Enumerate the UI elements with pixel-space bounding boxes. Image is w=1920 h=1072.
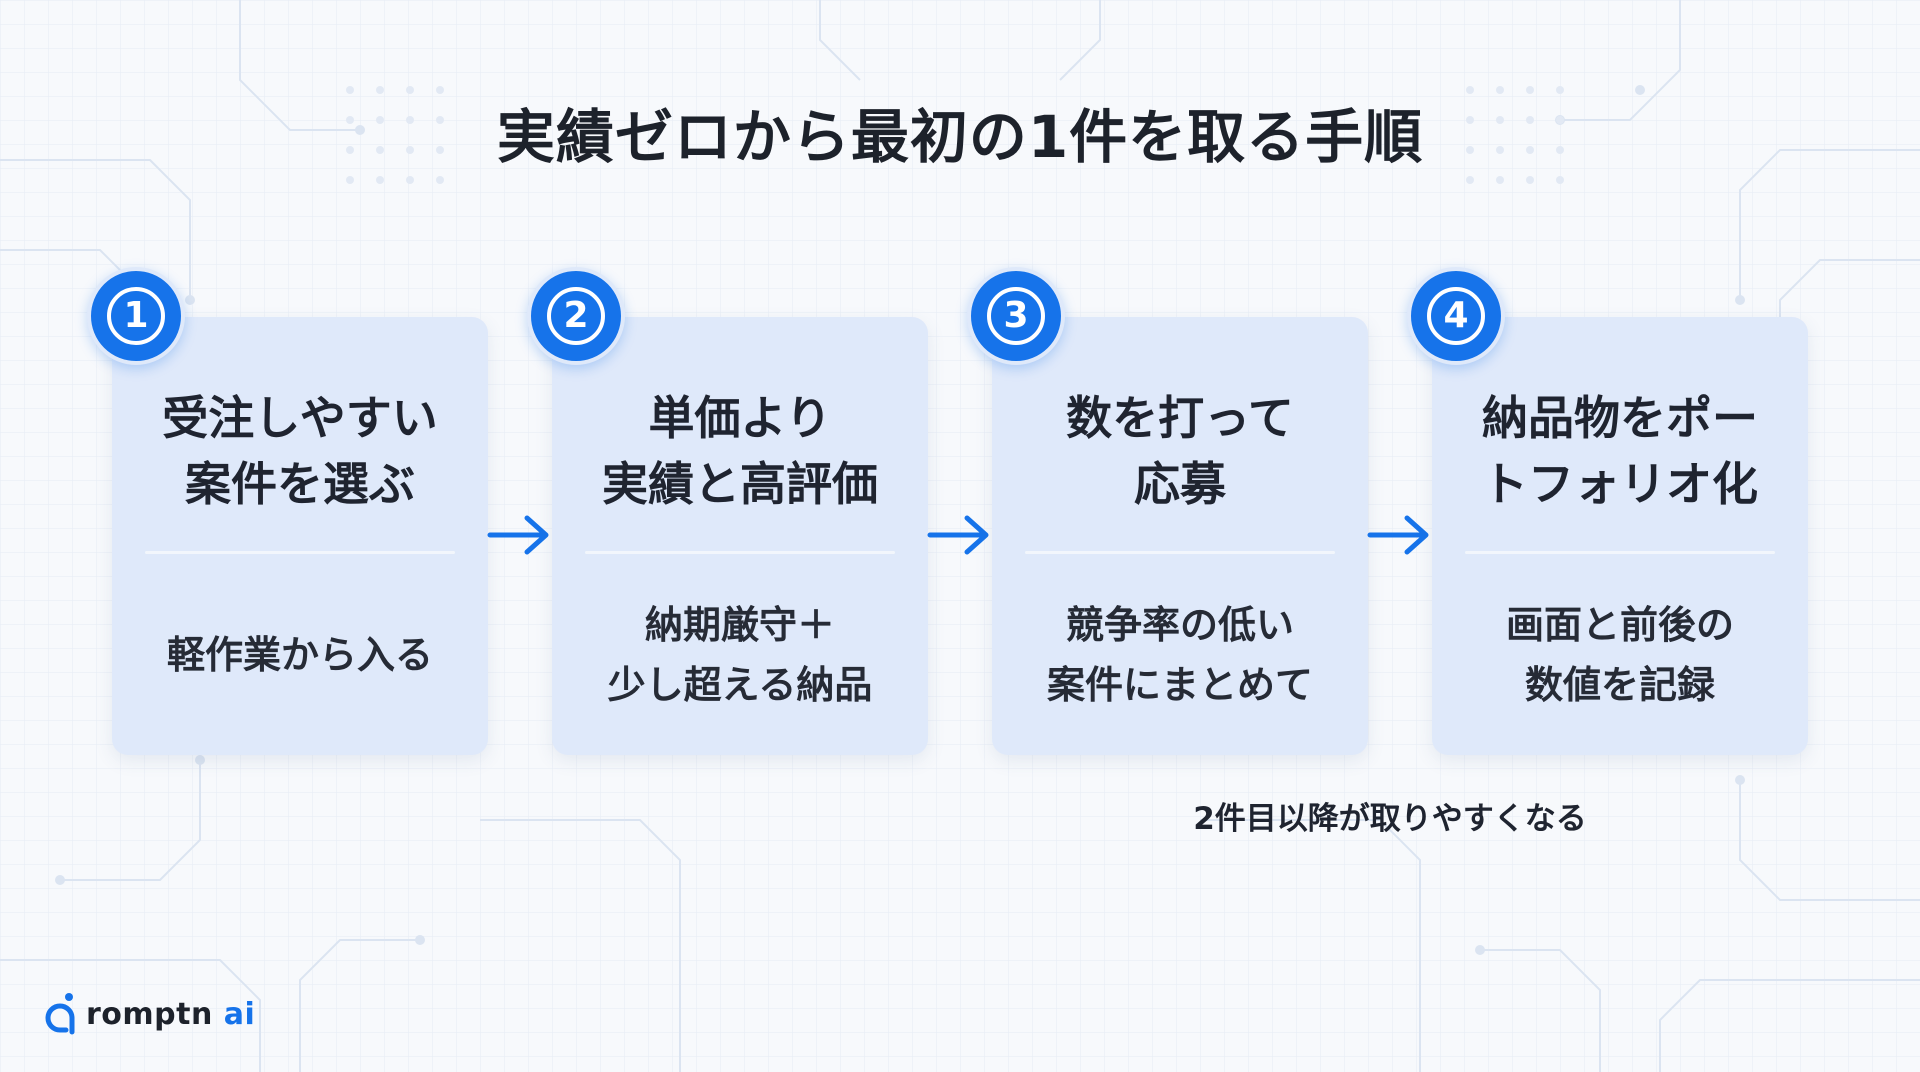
step-description: 軽作業から入る [166, 633, 433, 677]
page-title: 実績ゼロから最初の1件を取る手順 [496, 103, 1424, 171]
step-number: 4 [1427, 287, 1485, 345]
step-number: 2 [547, 287, 605, 345]
logo-text-accent: ai [223, 996, 256, 1032]
card-divider [145, 551, 455, 554]
step-number-badge-2: 2 [527, 267, 625, 365]
brand-logo: romptn ai [44, 990, 255, 1038]
step-number: 1 [107, 287, 165, 345]
arrow-right-icon [927, 515, 989, 555]
step-heading: 受注しやすい 案件を選ぶ [162, 391, 438, 511]
step-description: 納期厳守＋ 少し超える納品 [607, 603, 873, 707]
step-card-1: 受注しやすい 案件を選ぶ 軽作業から入る [112, 317, 488, 755]
step-number-badge-3: 3 [967, 267, 1065, 365]
card-divider [585, 551, 895, 554]
step-number-badge-4: 4 [1407, 267, 1505, 365]
step-card-3: 数を打って 応募 競争率の低い 案件にまとめて [992, 317, 1368, 755]
step-number: 3 [987, 287, 1045, 345]
step-heading: 数を打って 応募 [1066, 391, 1294, 511]
card-divider [1465, 551, 1775, 554]
step-number-badge-1: 1 [87, 267, 185, 365]
step-heading: 単価より 実績と高評価 [602, 391, 878, 511]
step-heading: 納品物をポー トフォリオ化 [1482, 391, 1758, 511]
logo-text-main: romptn [86, 996, 213, 1032]
step-description: 競争率の低い 案件にまとめて [1046, 603, 1313, 707]
step-description: 画面と前後の 数値を記録 [1505, 603, 1734, 707]
arrow-right-icon [487, 515, 549, 555]
step-card-4: 納品物をポー トフォリオ化 画面と前後の 数値を記録 [1432, 317, 1808, 755]
romptn-logo-icon [45, 993, 75, 1035]
arrow-right-icon [1367, 515, 1429, 555]
step-card-2: 単価より 実績と高評価 納期厳守＋ 少し超える納品 [552, 317, 928, 755]
result-note: 2件目以降が取りやすくなる [1193, 801, 1587, 837]
logo-text: romptn ai [86, 997, 255, 1032]
card-divider [1025, 551, 1335, 554]
